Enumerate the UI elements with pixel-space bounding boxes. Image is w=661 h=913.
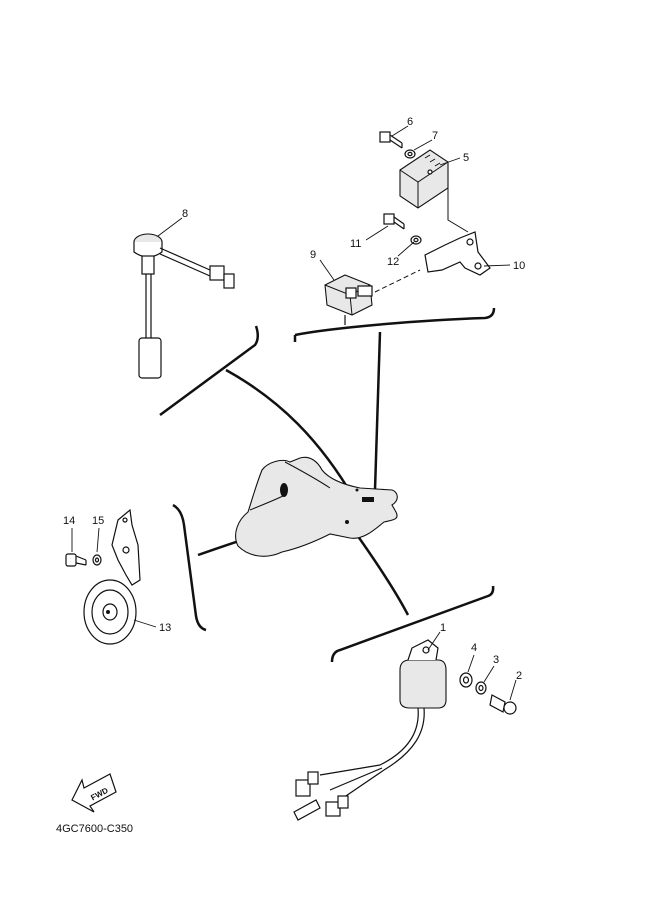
washer-3 xyxy=(475,681,487,695)
ignition-unit-1 xyxy=(293,639,447,821)
callout-15: 15 xyxy=(92,515,104,527)
bolt-6 xyxy=(379,131,403,149)
washer-4 xyxy=(459,672,473,688)
callout-10: 10 xyxy=(513,260,525,272)
bolt-14 xyxy=(65,553,87,567)
fuel-sender-unit xyxy=(133,233,235,379)
callout-5: 5 xyxy=(463,152,469,164)
callout-3: 3 xyxy=(493,654,499,666)
callout-13: 13 xyxy=(159,622,171,634)
callout-1: 1 xyxy=(440,622,446,634)
callout-11: 11 xyxy=(350,238,361,250)
silhouette-mark-right xyxy=(362,497,374,502)
callout-leaders xyxy=(71,125,517,701)
group-brackets xyxy=(159,307,496,663)
relay-9 xyxy=(324,269,421,325)
callout-6: 6 xyxy=(407,116,413,128)
callout-numbers: 1 2 3 4 5 6 7 8 9 10 11 12 13 14 15 xyxy=(63,116,525,682)
callout-14: 14 xyxy=(63,515,75,527)
washer-7 xyxy=(404,149,416,159)
callout-2: 2 xyxy=(516,670,522,682)
silhouette-mark-left xyxy=(280,483,288,497)
diagram-code: 4GC7600-C350 xyxy=(56,823,133,835)
callout-12: 12 xyxy=(387,256,399,268)
washer-15 xyxy=(92,554,102,566)
rectifier-regulator xyxy=(399,149,449,209)
scooter-silhouette xyxy=(235,456,398,557)
horn-13 xyxy=(83,508,141,645)
callout-7: 7 xyxy=(432,130,438,142)
callout-4: 4 xyxy=(471,642,477,654)
bracket-10 xyxy=(424,175,491,276)
bolt-2 xyxy=(489,694,517,715)
bolt-11 xyxy=(383,213,405,230)
callout-8: 8 xyxy=(182,208,188,220)
silhouette-mark-bottom xyxy=(345,520,349,524)
callout-9: 9 xyxy=(310,249,316,261)
fwd-arrow-icon: FWD xyxy=(71,773,117,813)
